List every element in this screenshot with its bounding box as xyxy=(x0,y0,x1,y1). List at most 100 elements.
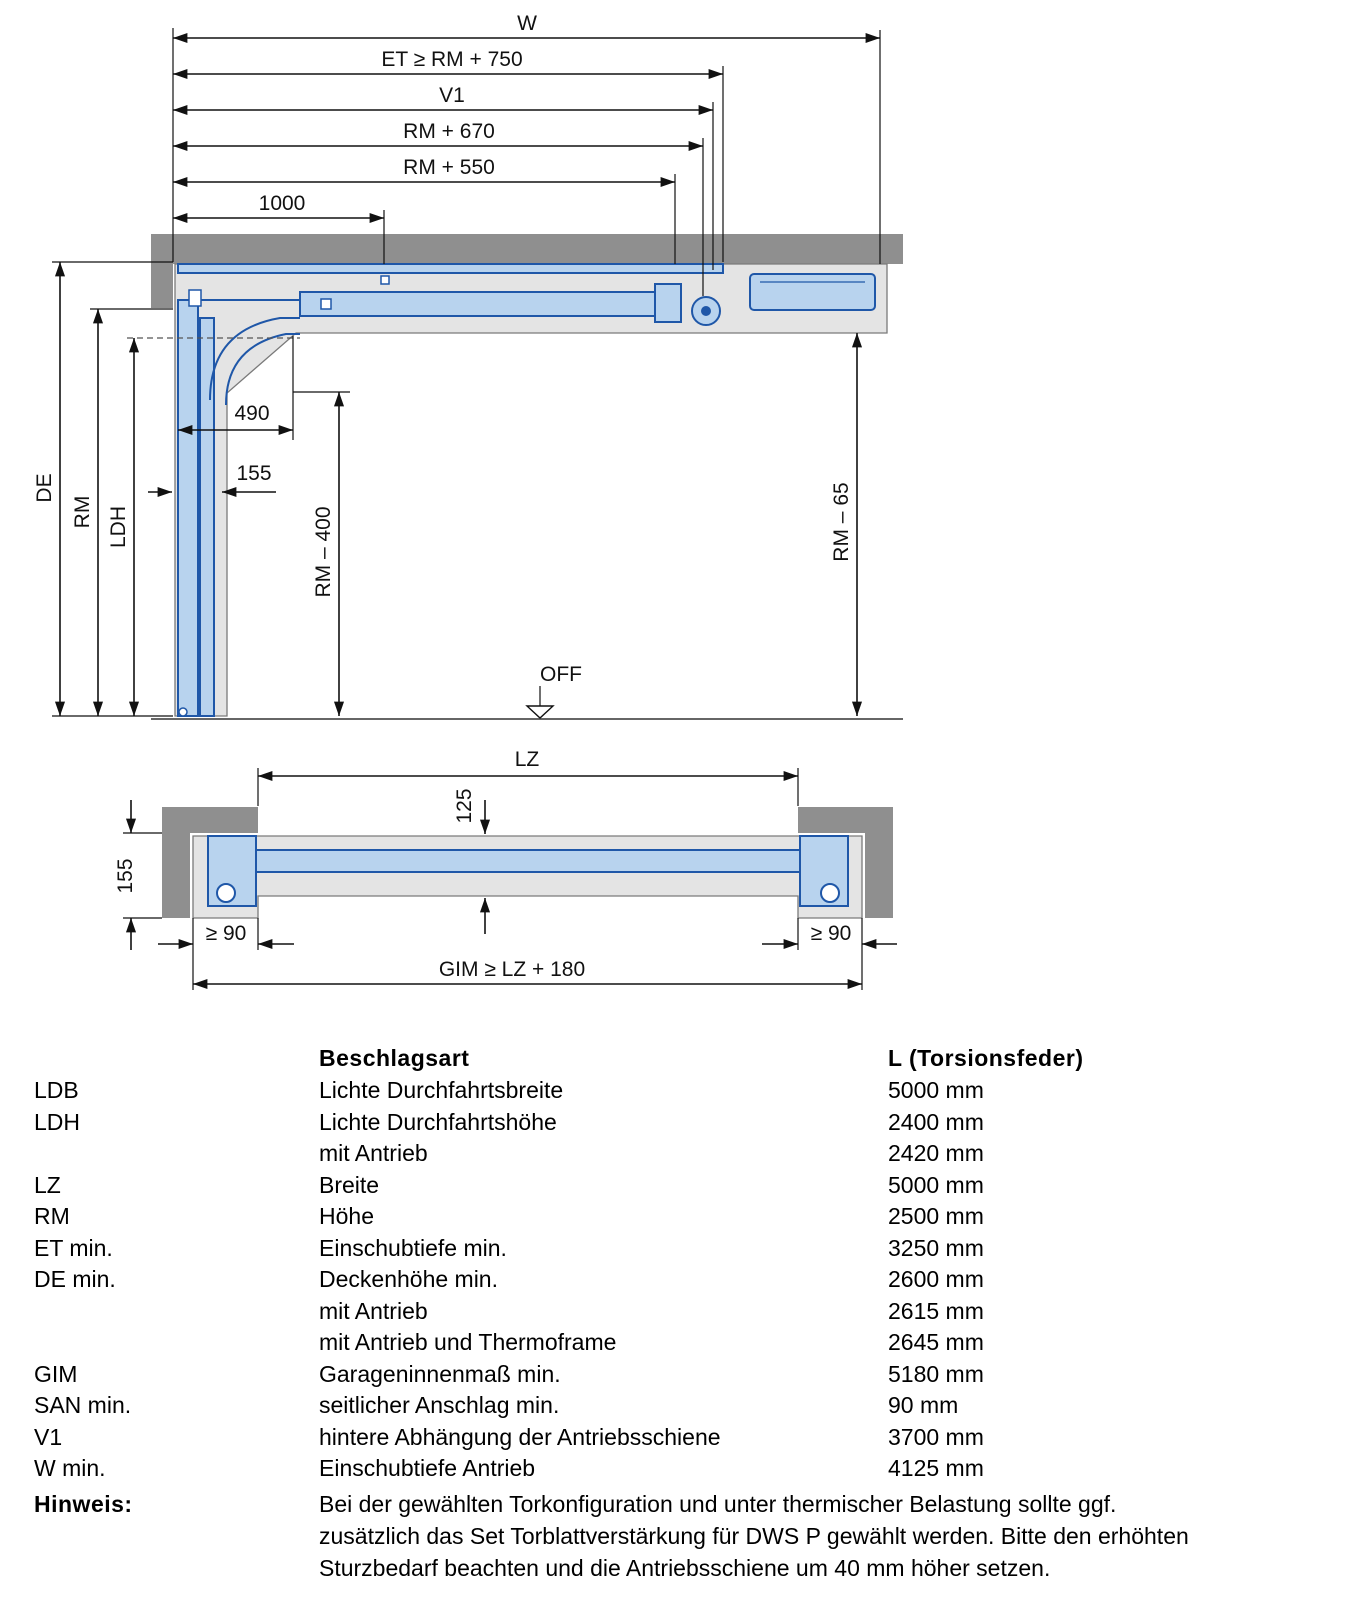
hanger xyxy=(320,298,332,310)
spec-value: 5000 mm xyxy=(888,1077,984,1103)
note-label: Hinweis: xyxy=(34,1491,133,1517)
spec-description: Lichte Durchfahrtsbreite xyxy=(319,1077,564,1103)
spec-description: mit Antrieb und Thermoframe xyxy=(319,1329,617,1355)
hanger xyxy=(380,275,390,285)
installation-zone xyxy=(174,263,888,717)
drive-rail xyxy=(177,263,724,274)
vertical-track xyxy=(177,299,199,717)
spec-row: SAN min. seitlicher Anschlag min. 90 mm xyxy=(0,1389,1349,1421)
label-v1: V1 xyxy=(439,84,465,107)
spec-row: RM Höhe 2500 mm xyxy=(0,1200,1349,1232)
spec-description: Höhe xyxy=(319,1203,374,1229)
spec-abbr: LDH xyxy=(34,1108,81,1135)
garage-door-installation-diagram: W ET ≥ RM + 750 V1 RM + 670 RM + 550 100… xyxy=(33,12,903,990)
spec-value: 5000 mm xyxy=(888,1171,984,1198)
note-line: Sturzbedarf beachten und die Antriebssch… xyxy=(319,1555,1051,1581)
label-rm670: RM + 670 xyxy=(403,120,495,143)
label-san-left: ≥ 90 xyxy=(206,922,247,945)
spec-abbr: LDB xyxy=(34,1077,79,1103)
side-section-view: W ET ≥ RM + 750 V1 RM + 670 RM + 550 100… xyxy=(33,12,903,720)
header-beschlagsart: Beschlagsart xyxy=(319,1045,470,1071)
label-san-right: ≥ 90 xyxy=(811,922,852,945)
label-490: 490 xyxy=(234,402,269,425)
drum-hub xyxy=(701,306,711,316)
spec-description: mit Antrieb xyxy=(319,1140,428,1166)
spec-value: 2615 mm xyxy=(888,1297,984,1324)
spec-description: Einschubtiefe Antrieb xyxy=(319,1455,536,1481)
spec-header-row: Beschlagsart L (Torsionsfeder) xyxy=(0,1042,1349,1074)
bottom-roller xyxy=(178,707,188,717)
spec-value: 2600 mm xyxy=(888,1266,984,1292)
track-curve-inner xyxy=(225,333,300,406)
label-plan-155: 155 xyxy=(114,858,137,893)
left-frame xyxy=(207,835,257,907)
track-curve-outer xyxy=(209,317,300,401)
spec-description: Garageninnenmaß min. xyxy=(319,1360,561,1387)
spec-row: mit Antrieb 2420 mm xyxy=(0,1137,1349,1169)
spec-value: 90 mm xyxy=(888,1392,959,1418)
spec-description: Lichte Durchfahrtshöhe xyxy=(319,1108,557,1135)
spec-value: 2420 mm xyxy=(888,1140,984,1166)
label-155: 155 xyxy=(236,462,271,485)
spec-abbr: SAN min. xyxy=(34,1392,132,1418)
spec-description: Breite xyxy=(319,1171,380,1198)
spec-row: LZ Breite 5000 mm xyxy=(0,1169,1349,1201)
spec-abbr: ET min. xyxy=(34,1234,113,1261)
spec-row: GIM Garageninnenmaß min. 5180 mm xyxy=(0,1358,1349,1390)
ceiling-slab xyxy=(151,234,903,264)
spec-abbr: DE min. xyxy=(34,1266,116,1292)
label-lz: LZ xyxy=(515,748,540,771)
spec-row: LDH Lichte Durchfahrtshöhe 2400 mm xyxy=(0,1106,1349,1138)
spec-row: DE min. Deckenhöhe min. 2600 mm xyxy=(0,1263,1349,1295)
spec-row: LDB Lichte Durchfahrtsbreite 5000 mm xyxy=(0,1074,1349,1106)
label-off: OFF xyxy=(540,663,582,686)
spec-value: 3700 mm xyxy=(888,1423,984,1450)
label-rm400: RM – 400 xyxy=(312,506,335,597)
spec-description: Einschubtiefe min. xyxy=(319,1234,507,1261)
label-rm: RM xyxy=(71,496,94,529)
label-de: DE xyxy=(33,473,56,502)
spec-value: 4125 mm xyxy=(888,1455,984,1481)
plan-view: LZ 125 155 ≥ 90 ≥ 90 GIM ≥ LZ + 180 xyxy=(114,748,897,990)
spec-description: Deckenhöhe min. xyxy=(319,1266,498,1292)
label-rm550: RM + 550 xyxy=(403,156,495,179)
label-et: ET ≥ RM + 750 xyxy=(381,48,522,71)
spring-bracket xyxy=(654,283,682,323)
spec-description: hintere Abhängung der Antriebsschiene xyxy=(319,1423,721,1450)
spec-abbr: GIM xyxy=(34,1360,78,1387)
label-125: 125 xyxy=(453,788,476,823)
label-1000: 1000 xyxy=(259,192,306,215)
note-line: zusätzlich das Set Torblattverstärkung f… xyxy=(319,1523,1189,1549)
right-roller xyxy=(820,883,840,903)
horizontal-track xyxy=(299,291,681,317)
spec-value: 2400 mm xyxy=(888,1108,984,1135)
specification-table: Beschlagsart L (Torsionsfeder) LDB Lichte… xyxy=(0,1018,1349,1608)
header-torsionsfeder: L (Torsionsfeder) xyxy=(888,1045,1084,1071)
drive-motor xyxy=(749,273,876,311)
label-rm65: RM – 65 xyxy=(830,482,853,561)
left-roller xyxy=(216,883,236,903)
spec-abbr: LZ xyxy=(34,1171,61,1198)
label-w: W xyxy=(517,12,537,35)
left-wall xyxy=(162,807,258,918)
spec-abbr: W min. xyxy=(34,1455,106,1481)
right-wall xyxy=(798,807,893,918)
door-panel-edge xyxy=(199,317,215,717)
spec-value: 3250 mm xyxy=(888,1234,984,1261)
spec-abbr: V1 xyxy=(34,1423,63,1450)
roller xyxy=(188,289,202,307)
spec-description: seitlicher Anschlag min. xyxy=(319,1392,560,1418)
label-ldh: LDH xyxy=(107,506,130,548)
note-text: Bei der gewählten Torkonfiguration und u… xyxy=(319,1488,1339,1584)
spec-abbr: RM xyxy=(34,1203,70,1229)
spec-row: V1 hintere Abhängung der Antriebsschiene 3… xyxy=(0,1421,1349,1453)
lintel xyxy=(151,234,173,308)
spec-value: 5180 mm xyxy=(888,1360,984,1387)
spec-value: 2500 mm xyxy=(888,1203,984,1229)
spec-row: ET min. Einschubtiefe min. 3250 mm xyxy=(0,1232,1349,1264)
floor-level-marker xyxy=(525,705,555,719)
door-leaf-plan xyxy=(247,849,809,873)
label-gim: GIM ≥ LZ + 180 xyxy=(439,958,585,981)
